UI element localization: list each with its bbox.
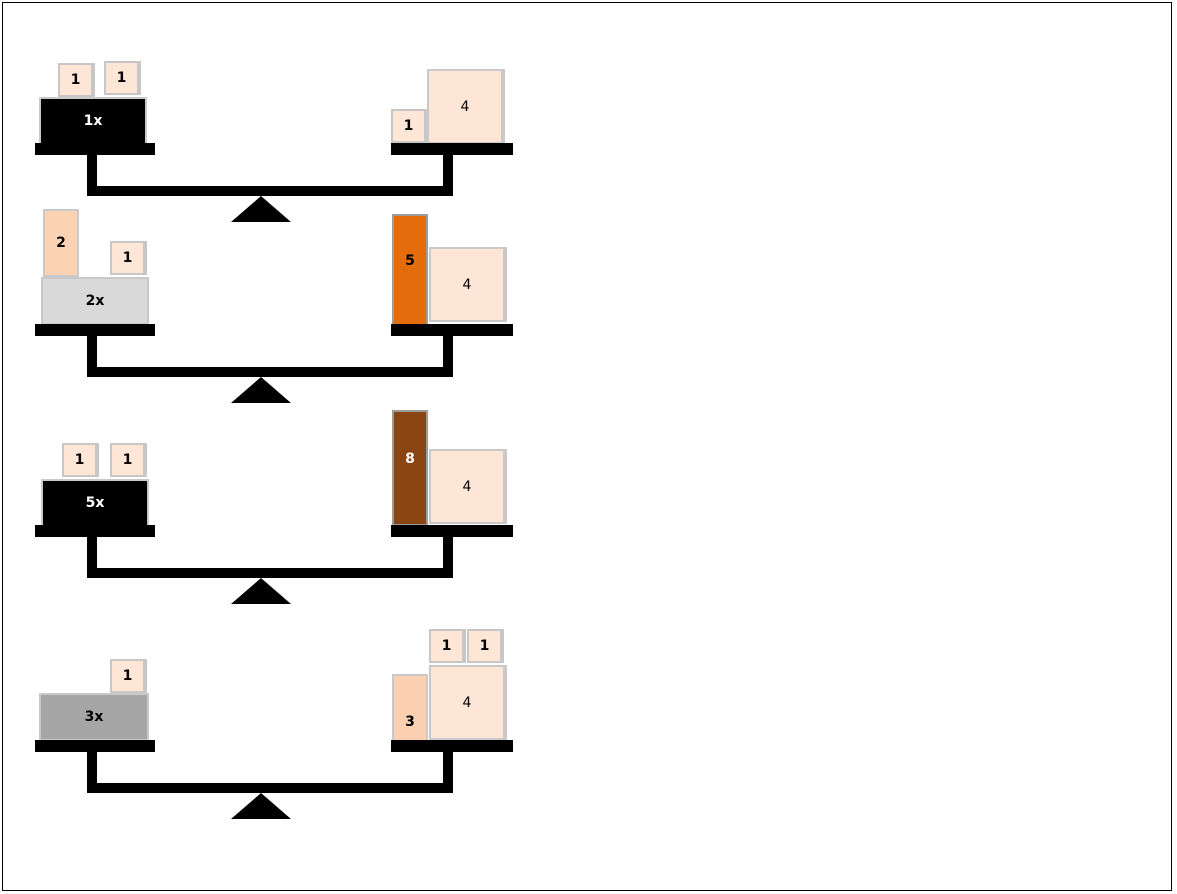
fulcrum [231, 377, 291, 403]
unit-block: 1 [467, 629, 504, 663]
balance-scale-2: 2 1 2x 5 4 [3, 181, 563, 403]
beam [87, 783, 453, 793]
right-post [443, 334, 453, 370]
right-post [443, 750, 453, 786]
unit-block: 1 [391, 109, 428, 143]
beam [87, 568, 453, 578]
fulcrum [231, 196, 291, 222]
right-post [443, 153, 453, 189]
right-pan [391, 324, 513, 336]
fulcrum [231, 578, 291, 604]
variable-block: 2x [41, 277, 149, 325]
balance-scale-3: 1 1 5x 8 4 [3, 383, 563, 604]
left-pan [35, 324, 155, 336]
left-post [87, 153, 97, 189]
variable-block: 1x [39, 97, 147, 145]
variable-block: 3x [39, 693, 149, 741]
unit-block: 1 [110, 443, 147, 477]
beam [87, 186, 453, 196]
balance-scale-4: 1 3x 3 4 1 1 [3, 623, 563, 843]
unit-block: 1 [110, 241, 147, 275]
value-block: 2 [43, 209, 79, 277]
unit-block: 1 [429, 629, 466, 663]
unit-block: 1 [110, 659, 147, 693]
beam [87, 367, 453, 377]
unit-block: 1 [62, 443, 99, 477]
value-block: 5 [392, 214, 428, 326]
right-pan [391, 143, 513, 155]
right-pan [391, 525, 513, 537]
four-block: 4 [429, 665, 507, 740]
four-block: 4 [429, 449, 507, 524]
right-pan [391, 740, 513, 752]
unit-block: 1 [104, 61, 141, 95]
four-block: 4 [429, 247, 507, 322]
variable-block: 5x [41, 479, 149, 527]
left-post [87, 334, 97, 370]
four-block: 4 [427, 69, 505, 144]
unit-block: 1 [58, 63, 95, 97]
left-pan [35, 143, 155, 155]
left-post [87, 750, 97, 786]
left-post [87, 535, 97, 571]
value-block: 3 [392, 674, 428, 742]
left-pan [35, 525, 155, 537]
value-block: 8 [392, 410, 428, 526]
balance-scale-1: 1 1 1x 1 4 [3, 3, 563, 223]
right-post [443, 535, 453, 571]
left-pan [35, 740, 155, 752]
fulcrum [231, 793, 291, 819]
